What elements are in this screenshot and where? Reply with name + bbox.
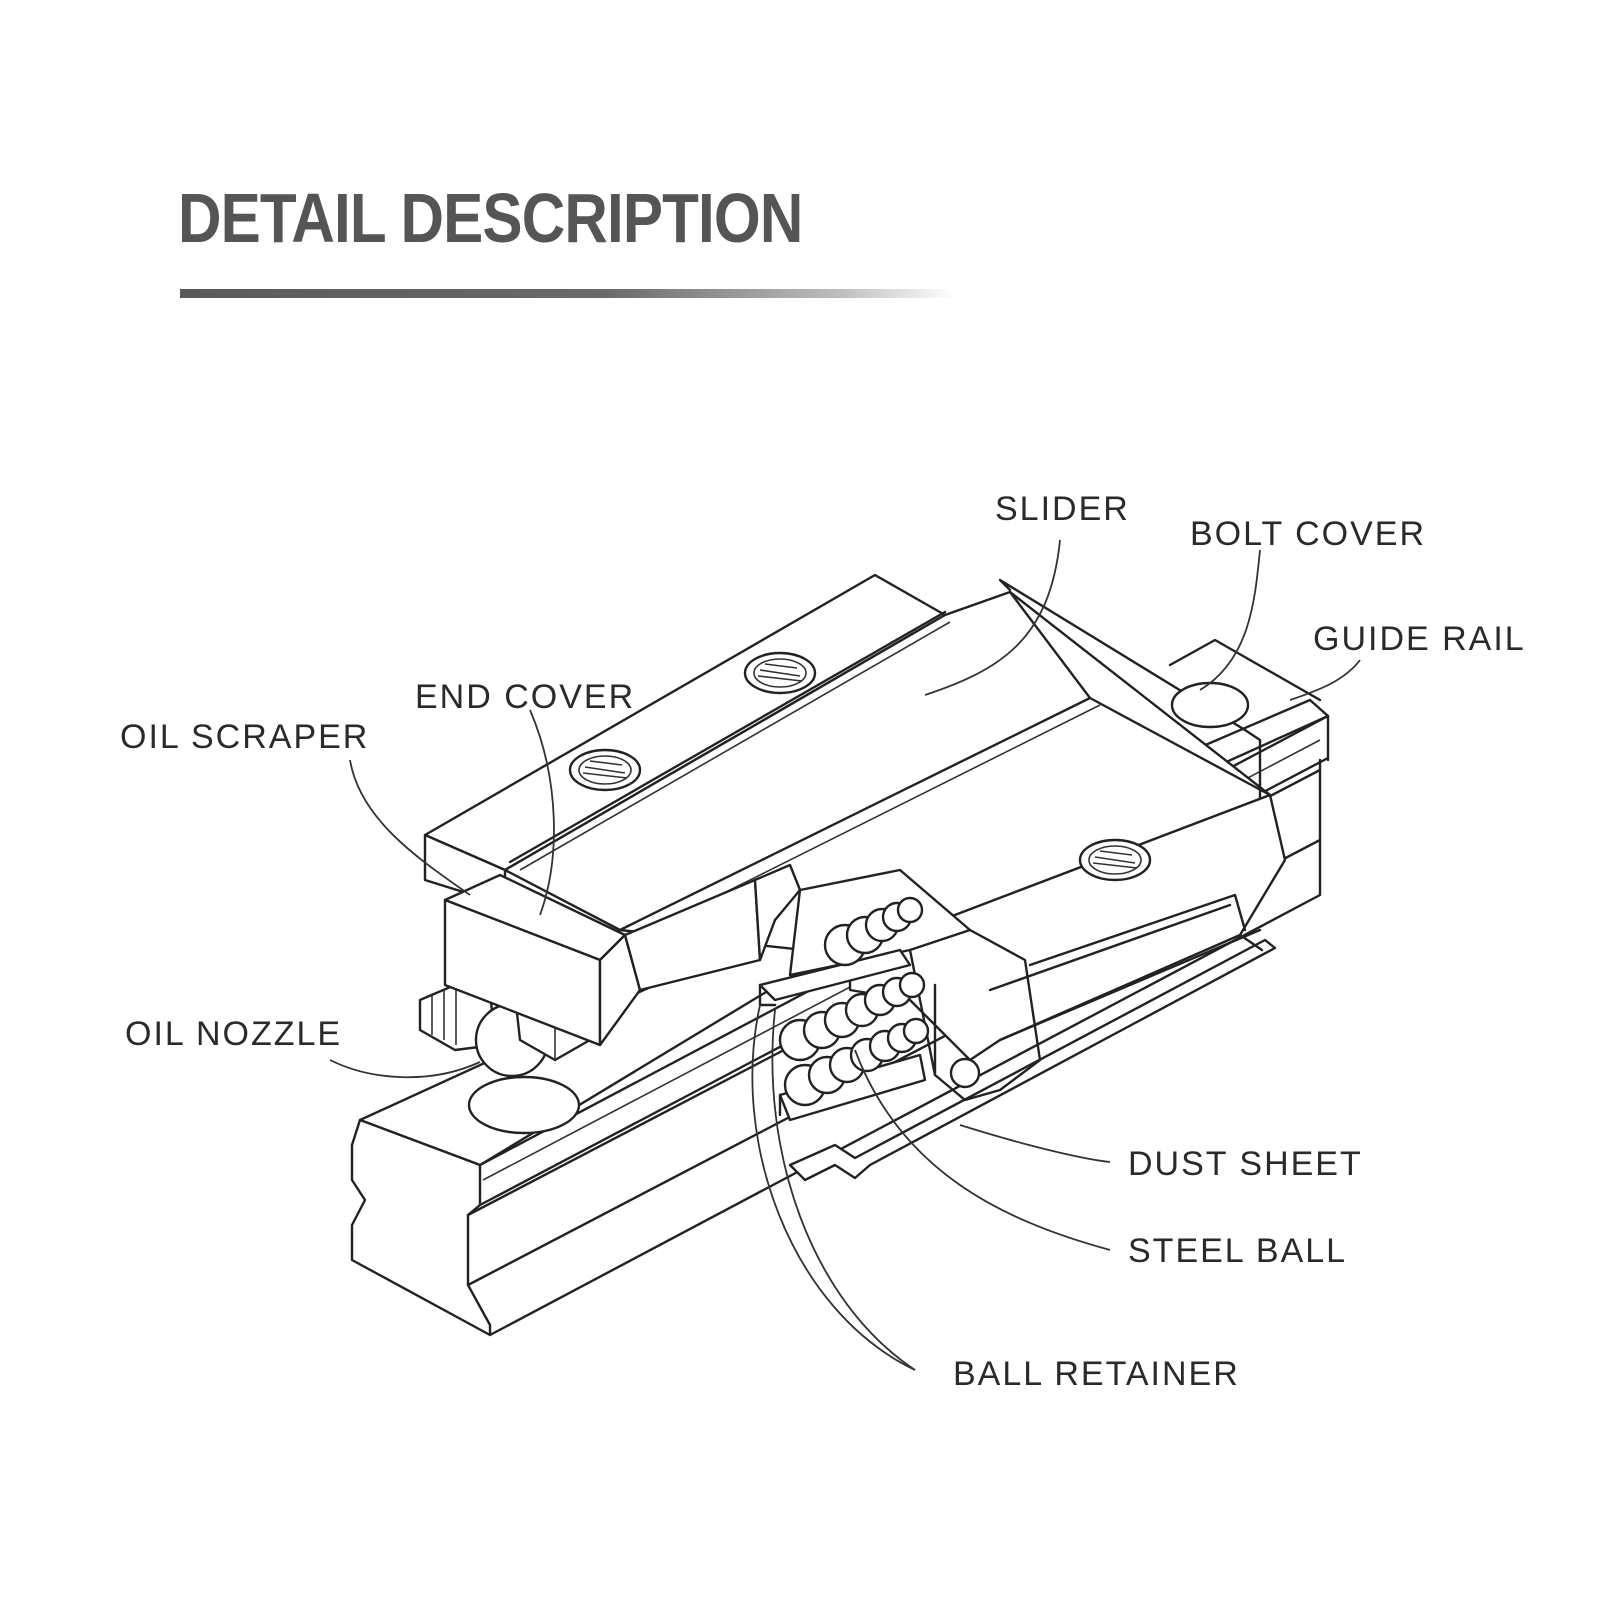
title-underline bbox=[180, 289, 955, 298]
ball-row-top bbox=[823, 896, 924, 967]
label-steel-ball: STEEL BALL bbox=[1128, 1232, 1347, 1270]
steel-balls bbox=[778, 896, 930, 1107]
dust-sheet bbox=[788, 938, 1277, 1182]
leader-steel-ball bbox=[854, 1049, 1111, 1251]
leader-ball-retainer-a bbox=[751, 1004, 916, 1371]
leader-lines bbox=[329, 539, 1361, 1371]
part-labels: SLIDER BOLT COVER GUIDE RAIL END COVER O… bbox=[120, 490, 1526, 1393]
ball-row-lower bbox=[783, 1017, 930, 1107]
bolt-hole bbox=[568, 748, 642, 792]
leader-end-cover bbox=[529, 709, 555, 916]
bolt-hole bbox=[743, 651, 817, 695]
label-bolt-cover: BOLT COVER bbox=[1190, 515, 1426, 553]
leader-oil-nozzle bbox=[329, 1059, 481, 1079]
leader-slider bbox=[924, 539, 1061, 696]
page-title: DETAIL DESCRIPTION bbox=[178, 179, 803, 257]
leader-dust-sheet bbox=[959, 1124, 1111, 1163]
bolt-cover-disc bbox=[1170, 681, 1250, 729]
label-dust-sheet: DUST SHEET bbox=[1128, 1145, 1363, 1183]
ball-row-middle bbox=[778, 971, 926, 1062]
bolt-hole bbox=[1078, 838, 1152, 882]
leader-bolt-cover bbox=[1199, 549, 1261, 691]
label-end-cover: END COVER bbox=[415, 678, 635, 716]
label-oil-scraper: OIL SCRAPER bbox=[120, 718, 369, 756]
slider-block bbox=[423, 573, 1287, 1102]
label-ball-retainer: BALL RETAINER bbox=[953, 1355, 1240, 1393]
leader-guide-rail bbox=[1289, 659, 1361, 701]
leader-ball-retainer-b bbox=[771, 1009, 916, 1371]
label-oil-nozzle: OIL NOZZLE bbox=[125, 1015, 342, 1053]
label-guide-rail: GUIDE RAIL bbox=[1313, 620, 1526, 658]
leader-oil-scraper bbox=[349, 759, 471, 896]
label-slider: SLIDER bbox=[995, 490, 1130, 528]
